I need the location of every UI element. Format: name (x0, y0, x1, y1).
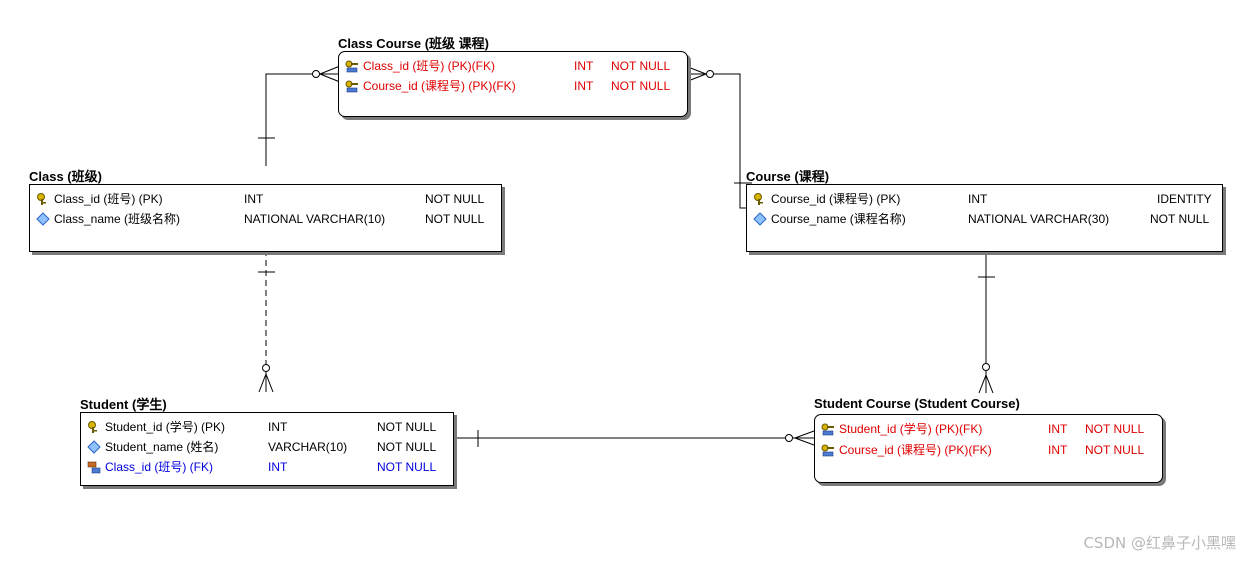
entity-title-student: Student (学生) (80, 397, 167, 412)
table-row[interactable]: Student_id (学号) (PK) INT NOT NULL (81, 418, 453, 436)
attribute-name: Course_id (课程号) (PK)(FK) (839, 443, 992, 457)
foreign-primary-key-icon (345, 80, 358, 93)
attribute-name: Student_name (姓名) (105, 440, 219, 454)
attribute-name: Class_id (班号) (PK) (54, 192, 163, 206)
attribute-name: Student_id (学号) (PK) (105, 420, 226, 434)
attribute-null: NOT NULL (1150, 212, 1210, 226)
entity-class-course[interactable]: Class_id (班号) (PK)(FK) INT NOT NULL Cour… (338, 51, 688, 117)
key-icon (754, 193, 763, 205)
key-icon (88, 421, 97, 433)
attribute-type: NATIONAL VARCHAR(10) (244, 212, 386, 226)
entity-student-course[interactable]: Student_id (学号) (PK)(FK) INT NOT NULL Co… (814, 414, 1163, 483)
relation-student-studentcourse (453, 430, 815, 447)
attribute-type: INT (574, 59, 594, 73)
foreign-primary-key-icon (821, 444, 834, 457)
attribute-name: Student_id (学号) (PK)(FK) (839, 422, 983, 436)
key-icon (37, 193, 46, 205)
attribute-type: INT (968, 192, 988, 206)
attribute-type: INT (1048, 422, 1068, 436)
table-row[interactable]: Course_id (课程号) (PK) INT IDENTITY (747, 190, 1222, 208)
attribute-type: INT (1048, 443, 1068, 457)
attribute-name: Course_id (课程号) (PK)(FK) (363, 79, 516, 93)
entity-student[interactable]: Student_id (学号) (PK) INT NOT NULL Studen… (80, 412, 454, 486)
table-row[interactable]: Course_id (课程号) (PK)(FK) INT NOT NULL (339, 77, 687, 95)
attribute-null: IDENTITY (1157, 192, 1212, 206)
relation-class-classcourse (258, 65, 341, 166)
table-row[interactable]: Class_id (班号) (FK) INT NOT NULL (81, 458, 453, 476)
attribute-diamond-icon (36, 212, 50, 226)
table-row[interactable]: Class_name (班级名称) NATIONAL VARCHAR(10) N… (30, 210, 501, 228)
attribute-type: INT (268, 460, 288, 474)
attribute-null: NOT NULL (377, 420, 437, 434)
table-row[interactable]: Course_id (课程号) (PK)(FK) INT NOT NULL (815, 441, 1162, 459)
attribute-name: Class_id (班号) (FK) (105, 460, 214, 474)
table-row[interactable]: Class_id (班号) (PK) INT NOT NULL (30, 190, 501, 208)
attribute-name: Class_name (班级名称) (54, 212, 181, 226)
entity-class[interactable]: Class_id (班号) (PK) INT NOT NULL Class_na… (29, 184, 502, 252)
attribute-diamond-icon (87, 440, 101, 454)
watermark: CSDN @红鼻子小黑嘿 (1083, 534, 1236, 552)
attribute-type: NATIONAL VARCHAR(30) (968, 212, 1110, 226)
attribute-null: NOT NULL (377, 440, 437, 454)
foreign-primary-key-icon (345, 60, 358, 73)
attribute-null: NOT NULL (1085, 443, 1145, 457)
attribute-diamond-icon (753, 212, 767, 226)
relation-class-student (258, 250, 275, 393)
entity-course[interactable]: Course_id (课程号) (PK) INT IDENTITY Course… (746, 184, 1223, 252)
table-row[interactable]: Course_name (课程名称) NATIONAL VARCHAR(30) … (747, 210, 1222, 228)
attribute-type: INT (244, 192, 264, 206)
entity-title-class-course: Class Course (班级 课程) (338, 36, 489, 51)
table-row[interactable]: Student_name (姓名) VARCHAR(10) NOT NULL (81, 438, 453, 456)
attribute-type: INT (268, 420, 288, 434)
table-row[interactable]: Student_id (学号) (PK)(FK) INT NOT NULL (815, 420, 1162, 438)
entity-title-student-course: Student Course (Student Course) (814, 396, 1020, 411)
relation-course-studentcourse (978, 250, 995, 394)
attribute-null: NOT NULL (425, 212, 485, 226)
attribute-name: Course_name (课程名称) (771, 212, 906, 226)
attribute-name: Course_id (课程号) (PK) (771, 192, 901, 206)
attribute-null: NOT NULL (611, 59, 671, 73)
attribute-type: VARCHAR(10) (268, 440, 348, 454)
attribute-null: NOT NULL (425, 192, 485, 206)
entity-title-course: Course (课程) (746, 169, 830, 184)
attribute-name: Class_id (班号) (PK)(FK) (363, 59, 496, 73)
attribute-null: NOT NULL (1085, 422, 1145, 436)
attribute-null: NOT NULL (377, 460, 437, 474)
relation-course-classcourse (686, 66, 752, 209)
attribute-null: NOT NULL (611, 79, 671, 93)
foreign-key-icon (87, 461, 101, 474)
table-row[interactable]: Class_id (班号) (PK)(FK) INT NOT NULL (339, 57, 687, 75)
foreign-primary-key-icon (821, 423, 834, 436)
attribute-type: INT (574, 79, 594, 93)
entity-title-class: Class (班级) (29, 169, 102, 184)
